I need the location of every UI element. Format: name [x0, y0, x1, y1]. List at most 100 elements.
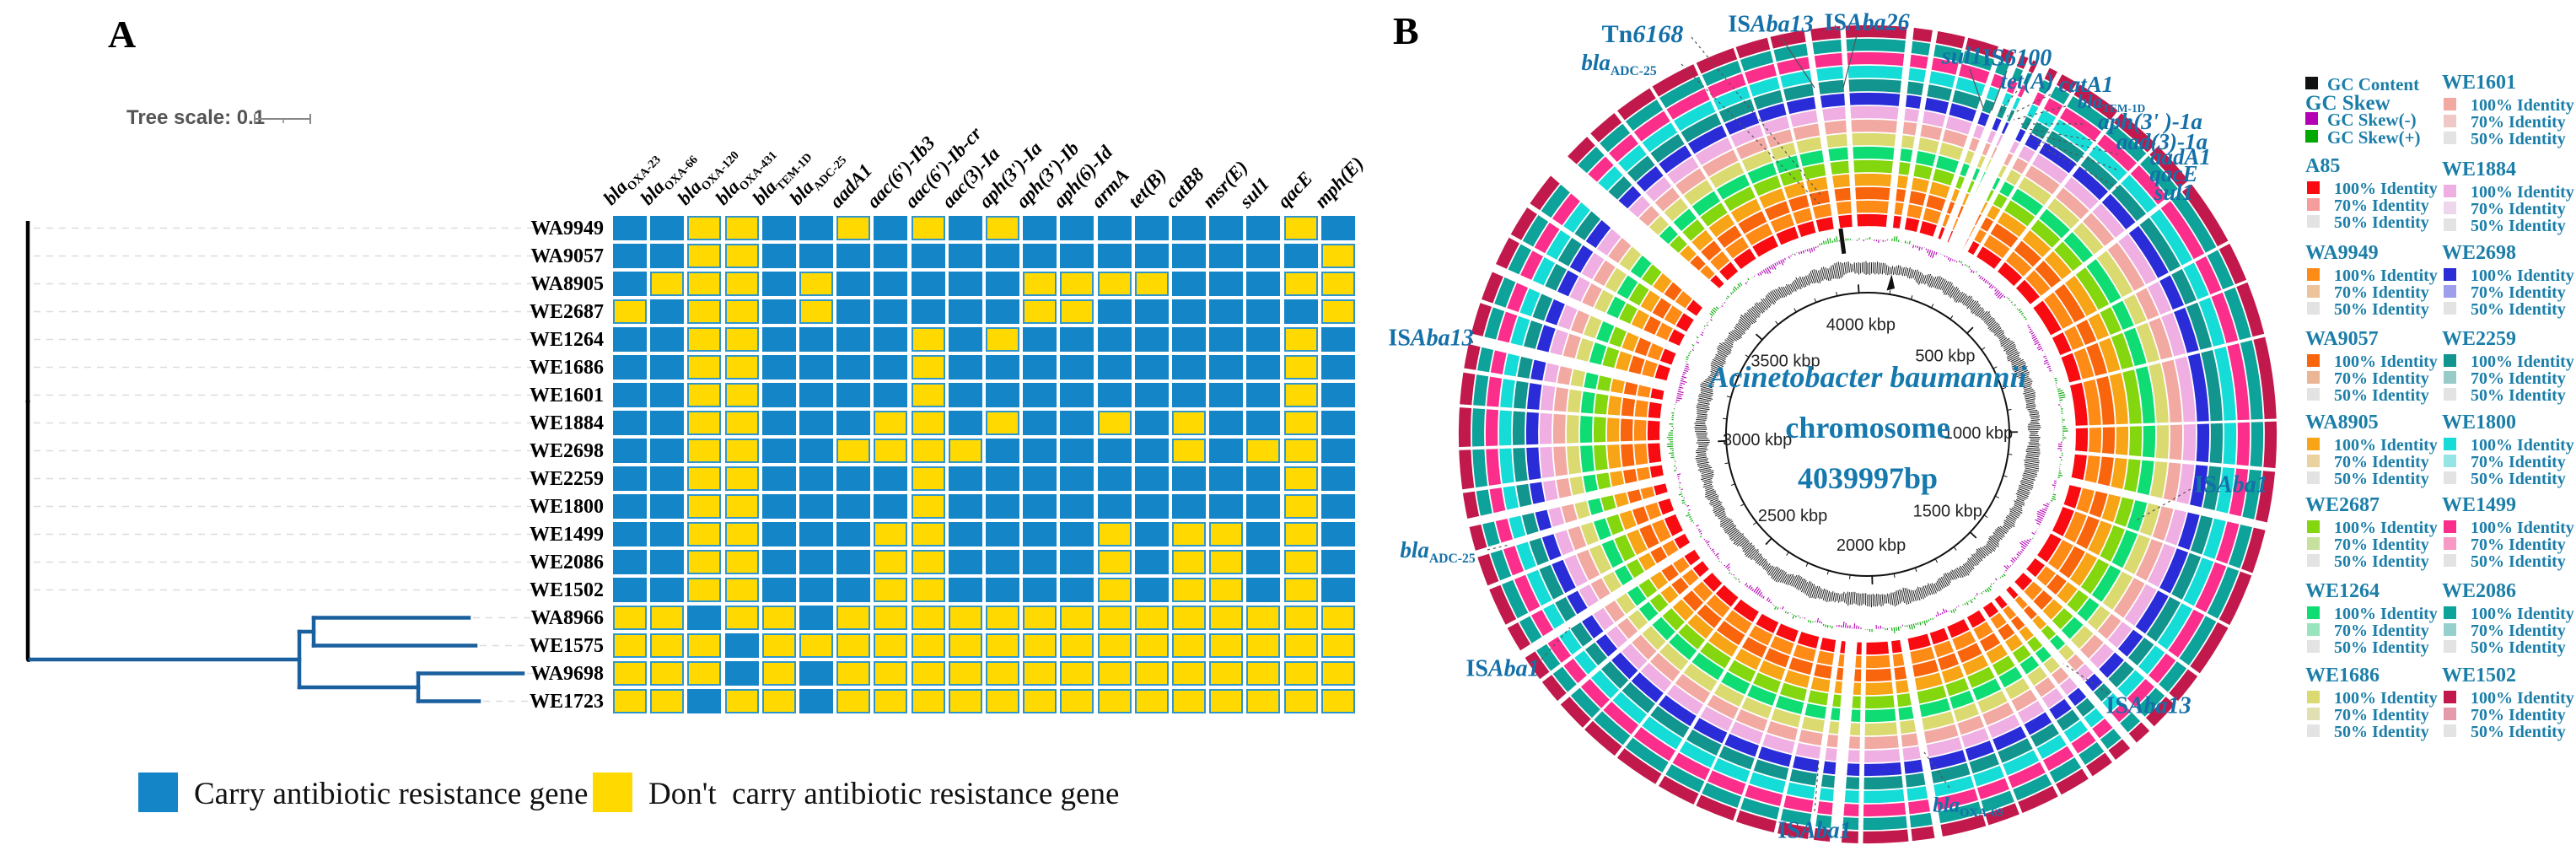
panel-a-label: A	[108, 13, 137, 56]
ring-WE1686	[1566, 132, 2170, 736]
gc-content-tick	[1809, 584, 1815, 599]
gc-content-tick	[2024, 392, 2036, 396]
matrix-cell	[687, 606, 722, 630]
legend-item-WE1884: 50% Identity	[2471, 217, 2566, 235]
gc-content-tick	[1740, 539, 1748, 547]
gc-content-tick	[1712, 501, 1723, 507]
gc-skew-plus-tick	[1732, 288, 1736, 292]
ring-gap	[1455, 403, 1663, 422]
gc-skew-minus-tick	[2046, 365, 2051, 369]
gc-content-tick	[1703, 380, 1714, 385]
legend-item-WE2687: 70% Identity	[2334, 536, 2429, 554]
gc-content-tick	[1722, 342, 1732, 349]
scale-tick	[1752, 521, 1757, 525]
matrix-cell	[1246, 411, 1281, 435]
matrix-cell	[1246, 689, 1281, 713]
gc-skew-minus-tick	[1932, 250, 1936, 259]
matrix-cell	[724, 606, 759, 630]
gc-content-tick	[1811, 586, 1816, 599]
ring-gap	[1611, 106, 1743, 274]
gc-content-tick	[2030, 415, 2041, 417]
gc-content-tick	[1719, 518, 1730, 525]
matrix-cell	[799, 689, 833, 713]
legend-item-WE1686: 70% Identity	[2334, 706, 2429, 724]
annotation-label: ISAba1	[1465, 656, 1539, 682]
gc-content-tick	[1837, 261, 1842, 278]
gc-content-tick	[1699, 393, 1712, 398]
gc-content-tick	[1962, 295, 1971, 305]
gc-content-tick	[1847, 592, 1851, 606]
gc-content-tick	[1697, 460, 1708, 463]
matrix-cell	[1209, 355, 1244, 380]
matrix-cell	[874, 439, 908, 463]
gc-skew-minus-tick	[2011, 557, 2016, 562]
ring-gap	[2072, 450, 2281, 473]
gc-content-tick	[1758, 302, 1766, 311]
matrix-cell	[836, 494, 871, 519]
gc-skew-plus-tick	[1725, 297, 1729, 300]
gc-content-tick	[1696, 406, 1710, 411]
gc-content-tick	[1727, 527, 1737, 535]
gc-content-tick	[1989, 322, 1998, 331]
annotation-label: ISAba26	[1824, 10, 1909, 36]
gc-content-tick	[1796, 577, 1803, 590]
ring-gap	[1916, 32, 1970, 235]
gc-skew-plus-tick	[1973, 597, 1976, 600]
gc-content-tick	[1998, 334, 2005, 340]
gc-skew-minus-tick	[1961, 264, 1964, 266]
gc-content-tick	[1973, 553, 1982, 563]
legend-swatch-WE1884-50% Identity	[2444, 218, 2456, 231]
scale-tick	[1969, 531, 1977, 539]
gc-skew-minus-tick	[1761, 271, 1764, 274]
matrix-cell	[1097, 466, 1132, 491]
gc-content-tick	[1906, 266, 1911, 278]
gc-content-tick	[2029, 413, 2039, 416]
matrix-cell	[911, 299, 945, 324]
matrix-cell	[911, 550, 945, 574]
gc-content-tick	[1738, 320, 1749, 330]
gc-content-tick	[2025, 402, 2036, 405]
gc-skew-minus-tick	[1682, 374, 1685, 376]
scale-tick	[1726, 396, 1731, 398]
gc-content-tick	[1733, 535, 1745, 545]
gc-content-tick	[1887, 593, 1890, 604]
gc-content-tick	[1927, 275, 1933, 287]
gc-content-tick	[1990, 323, 2000, 332]
gc-skew-minus-tick	[1708, 546, 1711, 548]
gc-skew-minus-tick	[2041, 508, 2047, 512]
scale-tick	[1914, 568, 1917, 573]
gc-skew-minus-tick	[2037, 510, 2046, 515]
gc-content-tick	[1837, 593, 1839, 601]
gc-content-tick	[2008, 354, 2019, 362]
gc-content-tick	[1988, 537, 1999, 547]
matrix-cell	[1246, 606, 1281, 630]
gc-skew-minus-tick	[2036, 522, 2041, 525]
gc-content-tick	[1750, 307, 1760, 318]
matrix-cell	[1320, 633, 1355, 658]
annotation-label: ISAba13	[1728, 12, 1813, 38]
annotation-label: catA1	[2059, 72, 2114, 97]
matrix-cell	[799, 494, 833, 519]
gc-skew-minus-tick	[1696, 341, 1700, 344]
gc-content-tick	[1726, 337, 1734, 344]
gc-skew-plus-tick	[1784, 611, 1787, 614]
matrix-cell	[724, 661, 759, 686]
gc-skew-plus-tick	[1982, 590, 1984, 593]
gc-content-tick	[2018, 488, 2030, 494]
gc-content-tick	[1851, 591, 1854, 605]
matrix-cell	[799, 522, 833, 546]
matrix-cell	[874, 661, 908, 686]
matrix-cell	[1209, 411, 1244, 435]
matrix-cell	[1023, 689, 1057, 713]
gc-content-tick	[1985, 545, 1993, 552]
gc-content-tick	[2011, 507, 2023, 514]
gc-content-tick	[2016, 371, 2030, 378]
gc-skew-minus-tick	[1941, 611, 1944, 615]
gc-content-tick	[2025, 400, 2036, 403]
matrix-cell	[948, 550, 982, 574]
gc-skew-minus-tick	[2039, 509, 2046, 514]
gc-skew-plus-tick	[2051, 498, 2056, 501]
gc-content-tick	[1783, 573, 1790, 584]
matrix-cell	[650, 633, 685, 658]
gc-content-tick	[2024, 460, 2040, 464]
